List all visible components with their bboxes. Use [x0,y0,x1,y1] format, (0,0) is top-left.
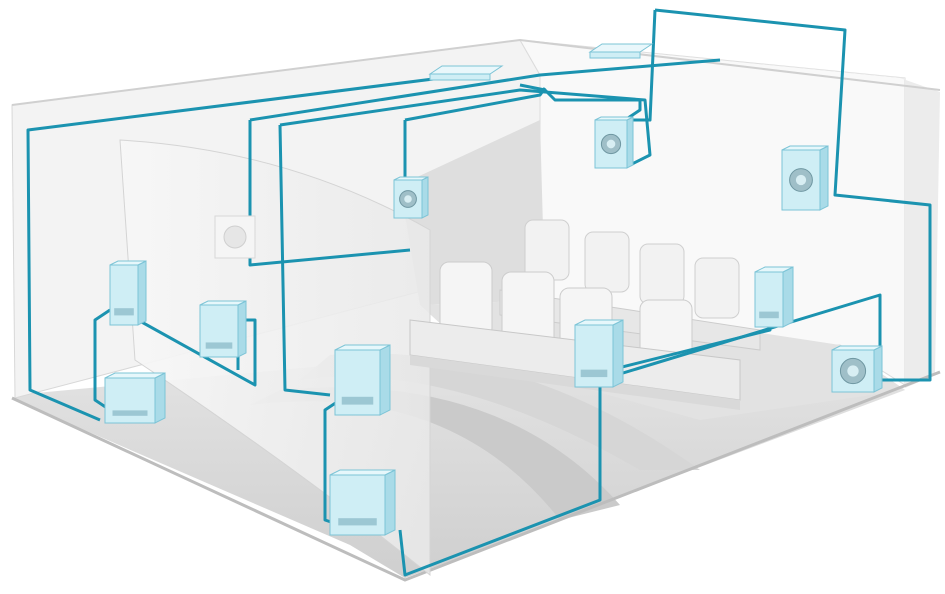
terminal-plate [338,518,377,526]
terminal-plate [580,369,608,378]
cable-run [519,83,642,122]
cable-run [279,88,652,167]
front-left-speaker [109,260,147,326]
rear-wall-speaker-left [594,116,634,169]
room-top-edge [11,38,941,106]
cable-run [398,380,602,577]
projection-screen [119,139,431,577]
cable-run [278,124,331,397]
side-left-speaker [754,266,794,328]
rear-wall-speaker-right [781,145,829,211]
front-left-subwoofer [104,372,166,424]
speaker-cable-network [26,8,932,577]
recliner-icon [524,219,570,281]
speaker-dustcap [606,139,616,149]
equipment-layer [104,43,883,536]
terminal-plate [759,311,779,319]
room-base-edge [11,370,941,582]
cable-run [248,120,411,267]
speaker-icon [214,215,256,259]
speaker-dustcap [847,365,859,377]
screen-left-speaker [393,176,429,219]
speaker-dustcap [404,195,412,203]
center-channel-speaker [199,300,247,358]
cable-run [93,308,111,412]
interior-partition [400,120,545,305]
recliner-icon [639,243,685,305]
cable-run [26,73,466,422]
ceiling-unit-front [428,65,504,81]
recliner-icon [584,231,630,293]
front-right-speaker [334,344,391,416]
terminal-plate [341,396,374,405]
cable-run [599,8,932,382]
cable-run [249,58,721,122]
terminal-plate [205,342,233,349]
recliner-icon [694,257,740,319]
front-center-subwoofer [329,469,396,536]
side-right-speaker [574,319,624,388]
terminal-plate [112,410,148,416]
rear-right-subwoofer [831,345,883,393]
cable-run [404,87,547,122]
ceiling-unit-rear [588,43,654,59]
speaker-dustcap [795,174,807,186]
terminal-plate [114,308,134,316]
